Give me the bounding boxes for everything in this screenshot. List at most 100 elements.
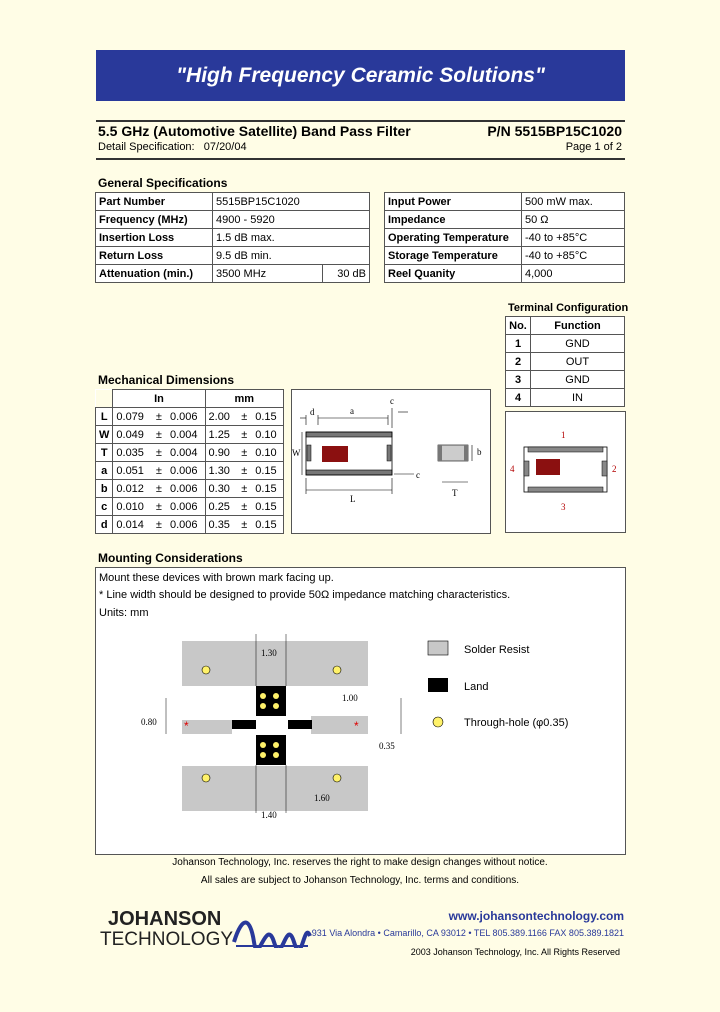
- table-cell: T: [94, 443, 114, 462]
- dim-140: 1.40: [261, 810, 277, 820]
- table-cell: 0.15: [252, 407, 285, 426]
- table-cell: ±: [150, 461, 167, 480]
- table-cell: 0.10: [252, 425, 285, 444]
- dim-130: 1.30: [261, 648, 277, 658]
- page-title: 5.5 GHz (Automotive Satellite) Band Pass…: [98, 123, 411, 139]
- table-cell: 0.10: [252, 443, 285, 462]
- logo-wave-icon: [232, 920, 312, 948]
- table-cell: 2.00: [204, 407, 237, 426]
- title-bar: [96, 120, 625, 160]
- table-cell: 0.25: [204, 497, 237, 516]
- table-cell: ±: [236, 497, 253, 516]
- table-cell: 0.049: [112, 425, 151, 444]
- table-cell: 0.90: [204, 443, 237, 462]
- disclaimer-1: Johanson Technology, Inc. reserves the r…: [172, 857, 548, 868]
- website-link[interactable]: www.johansontechnology.com: [448, 909, 624, 923]
- dim-080: 0.80: [141, 717, 157, 727]
- dim-b-label: b: [477, 447, 482, 457]
- mechanical-drawing-panel: d a c W L c b T: [291, 389, 491, 534]
- right-star: *: [354, 719, 359, 733]
- address: 931 Via Alondra • Camarillo, CA 93012 • …: [311, 928, 624, 938]
- table-cell: 0.006: [166, 479, 206, 498]
- general-heading: General Specifications: [98, 176, 228, 190]
- pin-2-label: 2: [612, 464, 617, 474]
- chip-dimension-diagram: d a c W L c b T: [292, 396, 482, 504]
- dim-160: 1.60: [314, 793, 330, 803]
- table-cell: 0.15: [252, 515, 285, 534]
- table-cell: ±: [150, 515, 167, 534]
- land-swatch: [428, 678, 448, 692]
- legend-hole: Through-hole (φ0.35): [464, 717, 568, 729]
- dim-c-label: c: [390, 396, 394, 406]
- mechanical-heading: Mechanical Dimensions: [98, 373, 235, 387]
- table-cell: 0.010: [112, 497, 151, 516]
- pin-3-label: 3: [561, 502, 566, 512]
- dim-d-label: d: [310, 407, 315, 417]
- dim-w-label: W: [292, 448, 301, 458]
- table-cell: a: [94, 461, 114, 480]
- table-cell: b: [94, 479, 114, 498]
- table-cell: c: [94, 497, 114, 516]
- table-cell: 0.004: [166, 425, 206, 444]
- table-row: Frequency (MHz)4900 - 5920: [95, 210, 370, 229]
- table-cell: 0.006: [166, 515, 206, 534]
- hole-swatch: [432, 716, 444, 728]
- table-cell: 0.014: [112, 515, 151, 534]
- table-cell: W: [94, 425, 114, 444]
- table-cell: 0.012: [112, 479, 151, 498]
- table-cell: ±: [236, 407, 253, 426]
- table-cell: 0.004: [166, 443, 206, 462]
- logo-text-1: JOHANSON: [108, 908, 222, 930]
- table-cell: ±: [236, 515, 253, 534]
- pin-4-label: 4: [510, 464, 515, 474]
- page-indicator: Page 1 of 2: [565, 141, 622, 153]
- table-cell: ±: [150, 407, 167, 426]
- table-cell: 0.35: [204, 515, 237, 534]
- table-cell: ±: [150, 479, 167, 498]
- table-cell: 0.15: [252, 497, 285, 516]
- dim-t-label: T: [452, 488, 458, 498]
- table-cell: ±: [150, 497, 167, 516]
- table-cell: ±: [150, 425, 167, 444]
- brown-mark: [322, 446, 348, 462]
- table-cell: 0.051: [112, 461, 151, 480]
- mounting-panel: Mount these devices with brown mark faci…: [95, 567, 626, 855]
- table-cell: ±: [236, 461, 253, 480]
- table-cell: 0.006: [166, 497, 206, 516]
- part-number: P/N 5515BP15C1020: [487, 123, 622, 139]
- mounting-note-3: Units: mm: [99, 607, 149, 619]
- table-cell: 0.079: [112, 407, 151, 426]
- logo-text-2: TECHNOLOGY: [100, 929, 234, 950]
- table-cell: 1.25: [204, 425, 237, 444]
- mounting-note-1: Mount these devices with brown mark faci…: [99, 572, 334, 584]
- table-cell: 1.30: [204, 461, 237, 480]
- terminal-heading: Terminal Configuration: [508, 302, 629, 314]
- dim-l-label: L: [350, 494, 356, 504]
- table-cell: 0.30: [204, 479, 237, 498]
- disclaimer-2: All sales are subject to Johanson Techno…: [200, 875, 520, 886]
- pinout-diagram: 1 2 3 4: [510, 430, 617, 512]
- pinout-panel: 1 2 3 4: [505, 411, 626, 533]
- mounting-heading: Mounting Considerations: [98, 551, 243, 565]
- dim-035: 0.35: [379, 741, 395, 751]
- legend-land: Land: [464, 681, 488, 693]
- pin-1-label: 1: [561, 430, 566, 440]
- banner: "High Frequency Ceramic Solutions": [96, 50, 625, 101]
